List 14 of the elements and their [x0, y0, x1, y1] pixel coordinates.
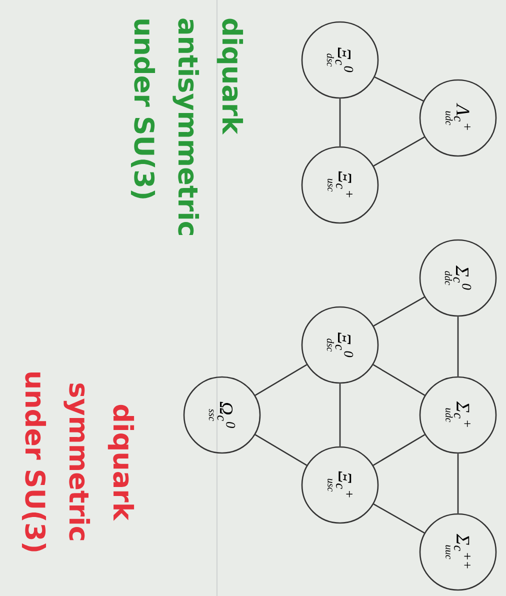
connector-line — [254, 364, 308, 396]
connector-line — [372, 434, 426, 466]
connector-line — [254, 434, 308, 466]
group-label: diquark antisymmetric under SU(3) — [130, 18, 244, 236]
connector-line — [372, 364, 426, 396]
connector-line — [374, 76, 424, 102]
group-label: diquark symmetric under SU(3) — [22, 372, 134, 552]
connector-line — [339, 98, 341, 146]
connector-line — [457, 316, 459, 376]
connector-line — [457, 454, 459, 514]
connector-line — [373, 136, 425, 166]
connector-line — [339, 384, 341, 446]
connector-line — [373, 296, 425, 326]
connector-line — [373, 504, 425, 534]
